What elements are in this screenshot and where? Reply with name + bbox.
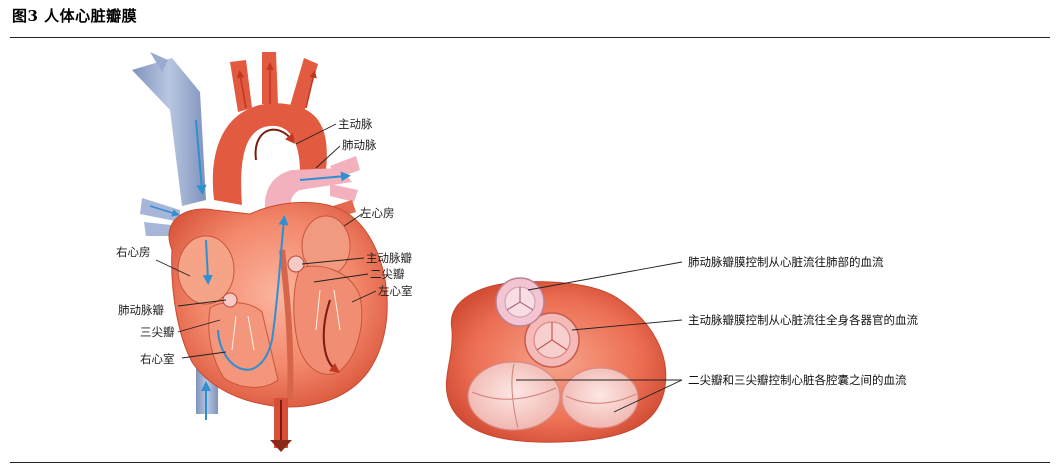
tricuspid-valve-disc (467, 361, 561, 431)
label-aorta: 主动脉 (338, 117, 373, 131)
label-aortic-valve-function: 主动脉瓣膜控制从心脏流往全身各器官的血流 (688, 313, 918, 327)
valve-cross-section (445, 277, 667, 443)
valve-labels: 肺动脉瓣膜控制从心脏流往肺部的血流 主动脉瓣膜控制从心脏流往全身各器官的血流 二… (516, 255, 918, 413)
label-aortic-valve: 主动脉瓣 (366, 251, 412, 265)
label-pulmonary-valve-function: 肺动脉瓣膜控制从心脏流往肺部的血流 (688, 255, 884, 269)
mitral-valve-disc (561, 367, 639, 429)
label-pulmonary-valve: 肺动脉瓣 (118, 303, 164, 317)
label-left-ventricle: 左心室 (378, 284, 413, 298)
label-mitral-valve: 二尖瓣 (370, 267, 405, 281)
label-pulmonary-artery: 肺动脉 (342, 138, 377, 152)
label-av-valve-function: 二尖瓣和三尖瓣控制心脏各腔囊之间的血流 (688, 373, 907, 387)
label-left-atrium: 左心房 (360, 206, 395, 220)
heart-illustration (132, 52, 388, 452)
figure-title: 图3 人体心脏瓣膜 (12, 7, 138, 25)
label-right-atrium: 右心房 (116, 245, 151, 259)
label-right-ventricle: 右心室 (140, 352, 175, 366)
right-ventricle-chamber (208, 302, 279, 388)
heart-labels: 主动脉 肺动脉 左心房 右心房 主动脉瓣 二尖瓣 左心室 肺动脉瓣 三尖瓣 右心… (116, 117, 413, 366)
bottom-rule (10, 462, 1050, 463)
aorta (212, 103, 327, 205)
superior-vena-cava (132, 58, 206, 206)
top-rule (10, 37, 1050, 38)
label-tricuspid-valve: 三尖瓣 (140, 325, 175, 339)
